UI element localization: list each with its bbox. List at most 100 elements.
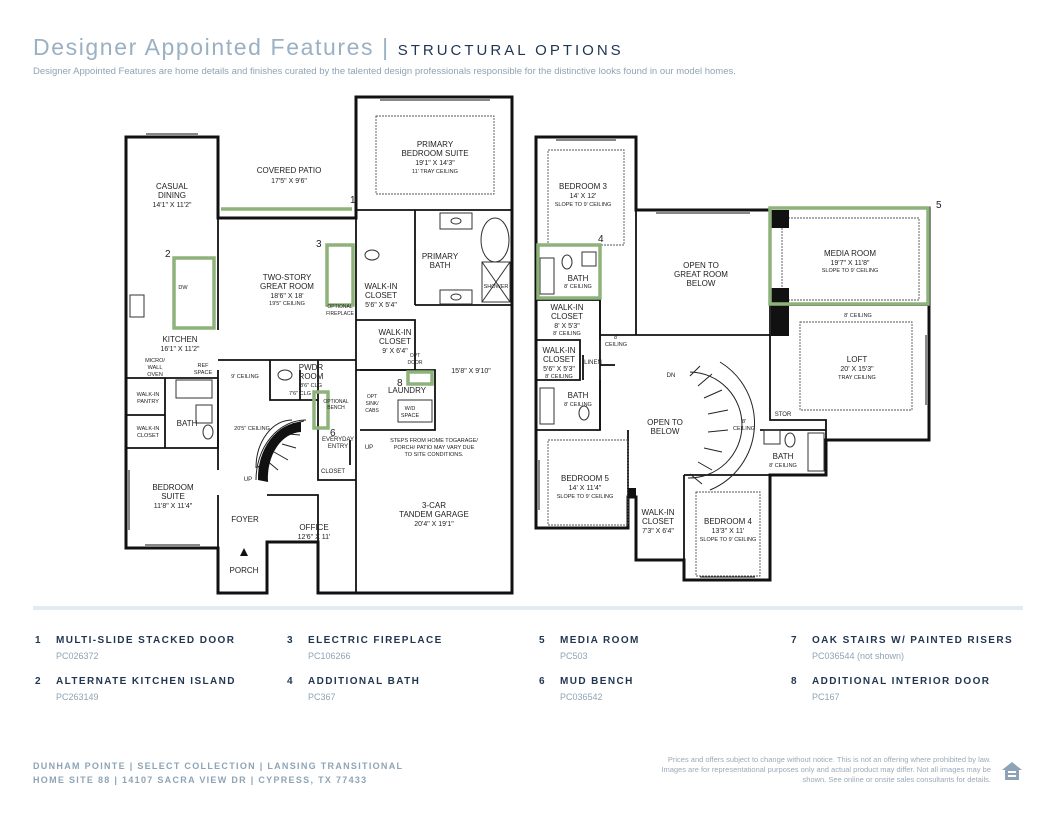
micro-label-3: OVEN xyxy=(147,372,163,378)
room-open-below: OPEN TO xyxy=(647,418,683,427)
office-dim: 12'6" X 11' xyxy=(298,534,331,541)
room-bedroom3: BEDROOM 3 xyxy=(559,182,608,191)
equal-housing-icon xyxy=(1002,762,1022,780)
room-foyer: FOYER xyxy=(231,515,259,524)
room-primary-suite: PRIMARY xyxy=(417,140,454,149)
bath-b-ceiling: 8' CEILING xyxy=(564,284,592,290)
callout-2: 2 xyxy=(165,249,171,260)
community-line-1: DUNHAM POINTE | SELECT COLLECTION | LANS… xyxy=(33,761,404,771)
room-garage-2: TANDEM GARAGE xyxy=(399,510,469,519)
feature-6: 6 MUD BENCH PC036542 xyxy=(539,676,779,702)
bedroom3-ceiling: SLOPE TO 9' CEILING xyxy=(555,202,611,208)
feature-4-name: ADDITIONAL BATH xyxy=(308,676,421,687)
wic-b-dim: 8' X 5'3" xyxy=(554,323,580,330)
opt-sink-label-2: SINK/ xyxy=(365,401,379,407)
micro-label-2: WALL xyxy=(148,365,163,371)
room-kitchen: KITCHEN xyxy=(162,335,197,344)
bedroom-suite-dim: 11'8" X 11'4" xyxy=(154,503,193,510)
room-pwdr: PWDR xyxy=(299,363,324,372)
up-label: UP xyxy=(365,445,373,451)
room-bath-c: BATH xyxy=(568,391,589,400)
feature-3-name: ELECTRIC FIREPLACE xyxy=(308,635,443,646)
room-open-great-2: GREAT ROOM xyxy=(674,270,728,279)
room-walkin-closet-a-2: CLOSET xyxy=(137,433,160,439)
room-bedroom-suite: BEDROOM xyxy=(152,483,194,492)
feature-1-name: MULTI-SLIDE STACKED DOOR xyxy=(56,635,236,646)
opt-sink-label-3: CABS xyxy=(365,408,379,414)
steps-note-2: PORCH/ PATIO MAY VARY DUE xyxy=(394,445,475,451)
room-casual-dining: CASUAL xyxy=(156,182,189,191)
feature-5-code: PC503 xyxy=(560,651,588,661)
wic-c-ceiling: 8' CEILING xyxy=(545,374,573,380)
ref-label-2: SPACE xyxy=(194,370,213,376)
nine-ceiling-label: 9' CEILING xyxy=(231,374,259,380)
loft-ceiling: TRAY CEILING xyxy=(838,375,876,381)
room-wic1-2: CLOSET xyxy=(365,291,397,300)
wic2-dim: 9' X 6'4" xyxy=(382,348,408,355)
covered-patio-dim: 17'5" X 9'6" xyxy=(271,178,307,185)
steps-note-1: STEPS FROM HOME TOGARAGE/ xyxy=(390,438,478,444)
stor-label: STOR xyxy=(775,412,792,418)
room-wic-d-2: CLOSET xyxy=(642,517,674,526)
bedroom4-ceiling: SLOPE TO 9' CEILING xyxy=(700,537,756,543)
room-primary-bath-2: BATH xyxy=(430,261,451,270)
feature-5-name: MEDIA ROOM xyxy=(560,635,640,646)
callout-4: 4 xyxy=(598,234,604,245)
pwdr-ceiling-2: 7'6" CLG xyxy=(289,391,311,397)
stair-ceiling-label: 20'5" CEILING xyxy=(234,426,270,432)
up-label-2: UP xyxy=(244,477,252,483)
feature-8-code: PC167 xyxy=(812,692,840,702)
feature-5-num: 5 xyxy=(539,635,546,646)
feature-5: 5 MEDIA ROOM PC503 xyxy=(539,635,779,661)
callout-6: 6 xyxy=(330,428,336,439)
feature-6-name: MUD BENCH xyxy=(560,676,634,687)
community-info: DUNHAM POINTE | SELECT COLLECTION | LANS… xyxy=(33,759,403,787)
bedroom4-dim: 13'3" X 11' xyxy=(712,528,745,535)
room-wic1: WALK-IN xyxy=(364,282,397,291)
optional-bench-label: OPTIONAL xyxy=(323,399,349,405)
wd-label: W/D xyxy=(405,406,416,412)
room-bath-d: BATH xyxy=(773,452,794,461)
eight-ceiling-a-2: CEILING xyxy=(605,342,627,348)
garage-top-dim: 15'8" X 9'10" xyxy=(451,368,491,375)
room-wic-b-2: CLOSET xyxy=(551,312,583,321)
room-pwdr-2: ROOM xyxy=(299,372,324,381)
feature-6-code: PC036542 xyxy=(560,692,603,702)
opt-sink-label: OPT xyxy=(367,394,377,400)
bedroom5-dim: 14' X 11'4" xyxy=(569,485,602,492)
room-media: MEDIA ROOM xyxy=(824,249,876,258)
wic-b-ceiling: 8' CEILING xyxy=(553,331,581,337)
title-main: Designer Appointed Features xyxy=(33,34,375,60)
everyday-label: EVERYDAY xyxy=(322,437,354,443)
feature-2-num: 2 xyxy=(35,676,42,687)
everyday-label-2: ENTRY xyxy=(328,444,348,450)
room-laundry: LAUNDRY xyxy=(388,386,427,395)
kitchen-dim: 16'1" X 11'2" xyxy=(160,346,200,353)
opt-door-label: OPT xyxy=(410,353,420,359)
room-wic2: WALK-IN xyxy=(378,328,411,337)
eight-ceiling-a: 8' xyxy=(614,335,618,341)
room-wic-c-2: CLOSET xyxy=(543,355,575,364)
bedroom5-ceiling: SLOPE TO 9' CEILING xyxy=(557,494,613,500)
wic-c-dim: 5'6" X 5'3" xyxy=(543,366,575,373)
bath-c-ceiling: 8' CEILING xyxy=(564,402,592,408)
room-open-great: OPEN TO xyxy=(683,261,719,270)
shower-label: SHOWER xyxy=(484,284,509,290)
room-open-below-2: BELOW xyxy=(651,427,680,436)
feature-6-num: 6 xyxy=(539,676,546,687)
room-wic-d: WALK-IN xyxy=(641,508,674,517)
title-sub: STRUCTURAL OPTIONS xyxy=(397,42,624,59)
wic-d-dim: 7'3" X 6'4" xyxy=(642,528,674,535)
bath-d-ceiling: 8' CEILING xyxy=(769,463,797,469)
feature-2-name: ALTERNATE KITCHEN ISLAND xyxy=(56,676,236,687)
callout-3: 3 xyxy=(316,239,322,250)
room-walkin-closet-a: WALK-IN xyxy=(137,426,160,432)
floor-plan: 1 2 3 4 5 6 8 COVERED PATIO 17'5" X 9'6"… xyxy=(124,95,942,595)
dw-label: DW xyxy=(178,285,188,291)
room-wic-b: WALK-IN xyxy=(550,303,583,312)
room-bedroom4: BEDROOM 4 xyxy=(704,517,753,526)
